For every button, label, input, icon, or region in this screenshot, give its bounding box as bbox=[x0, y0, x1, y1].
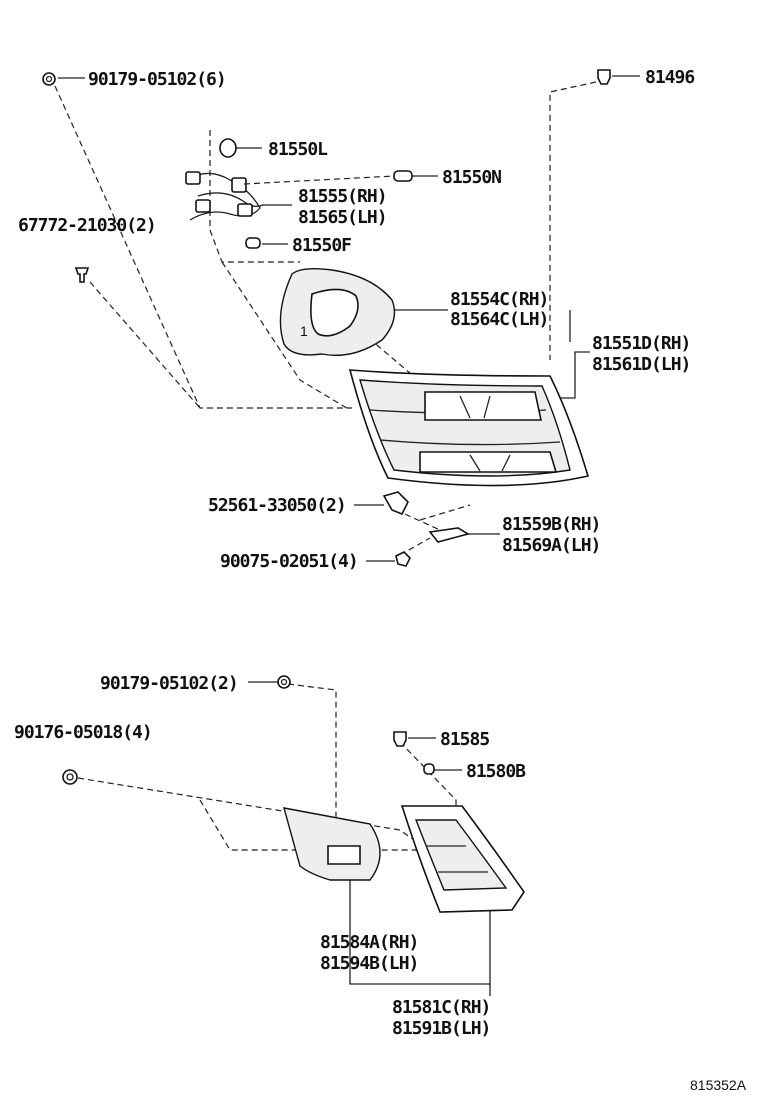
label-81551D-rh: 81551D(RH) bbox=[592, 333, 690, 354]
screw-90176-icon bbox=[62, 769, 78, 785]
bulb-81550N-icon bbox=[393, 170, 413, 182]
label-81550L: 81550L bbox=[268, 139, 328, 160]
label-67772-21030-2: 67772-21030(2) bbox=[18, 215, 156, 236]
label-52561-33050-2: 52561-33050(2) bbox=[208, 495, 346, 516]
label-81584A-rh: 81584A(RH) bbox=[320, 932, 418, 953]
diagram-code: 815352A bbox=[690, 1077, 747, 1093]
label-81591B-lh: 81591B(LH) bbox=[392, 1018, 490, 1039]
lamp-81581C-icon bbox=[400, 805, 525, 913]
socket-81559B-icon bbox=[428, 527, 471, 543]
wire-harness-icon bbox=[185, 171, 395, 221]
label-81564C-lh: 81564C(LH) bbox=[450, 309, 548, 330]
label-81594B-lh: 81594B(LH) bbox=[320, 953, 418, 974]
screw-90179-6-icon bbox=[42, 72, 56, 86]
label-81569A-lh: 81569A(LH) bbox=[502, 535, 600, 556]
clip-81585-icon bbox=[393, 731, 407, 747]
gasket-81584A-icon bbox=[283, 807, 381, 881]
part-labels: 90179-05102(6) 81496 81550L 81550N 81555… bbox=[14, 67, 747, 1093]
nut-90075-icon bbox=[395, 551, 411, 567]
gasket-81554C-icon: 1 bbox=[279, 267, 396, 357]
label-81496: 81496 bbox=[645, 67, 694, 88]
screw-67772-icon bbox=[74, 267, 90, 283]
label-90179-05102-2: 90179-05102(2) bbox=[100, 673, 238, 694]
bulb-81550F-icon bbox=[245, 237, 261, 249]
label-90075-02051-4: 90075-02051(4) bbox=[220, 551, 358, 572]
label-81554C-rh: 81554C(RH) bbox=[450, 289, 548, 310]
clip-81496-icon bbox=[597, 69, 611, 85]
svg-text:1: 1 bbox=[300, 323, 308, 339]
label-81555-rh: 81555(RH) bbox=[298, 186, 387, 207]
tail-lamp-81551D-icon bbox=[348, 369, 590, 487]
label-90179-05102-6: 90179-05102(6) bbox=[88, 69, 226, 90]
label-81550F: 81550F bbox=[292, 235, 351, 256]
screw-90179-2-icon bbox=[277, 675, 291, 689]
label-81550N: 81550N bbox=[442, 167, 501, 188]
bulb-81580B-icon bbox=[423, 763, 435, 775]
label-81559B-rh: 81559B(RH) bbox=[502, 514, 600, 535]
label-81561D-lh: 81561D(LH) bbox=[592, 354, 690, 375]
label-81581C-rh: 81581C(RH) bbox=[392, 997, 490, 1018]
label-81565-lh: 81565(LH) bbox=[298, 207, 387, 228]
label-81580B: 81580B bbox=[466, 761, 526, 782]
bulb-81550L-icon bbox=[219, 138, 237, 158]
label-90176-05018-4: 90176-05018(4) bbox=[14, 722, 152, 743]
bracket-52561-icon bbox=[382, 491, 409, 516]
label-81585: 81585 bbox=[440, 729, 489, 750]
